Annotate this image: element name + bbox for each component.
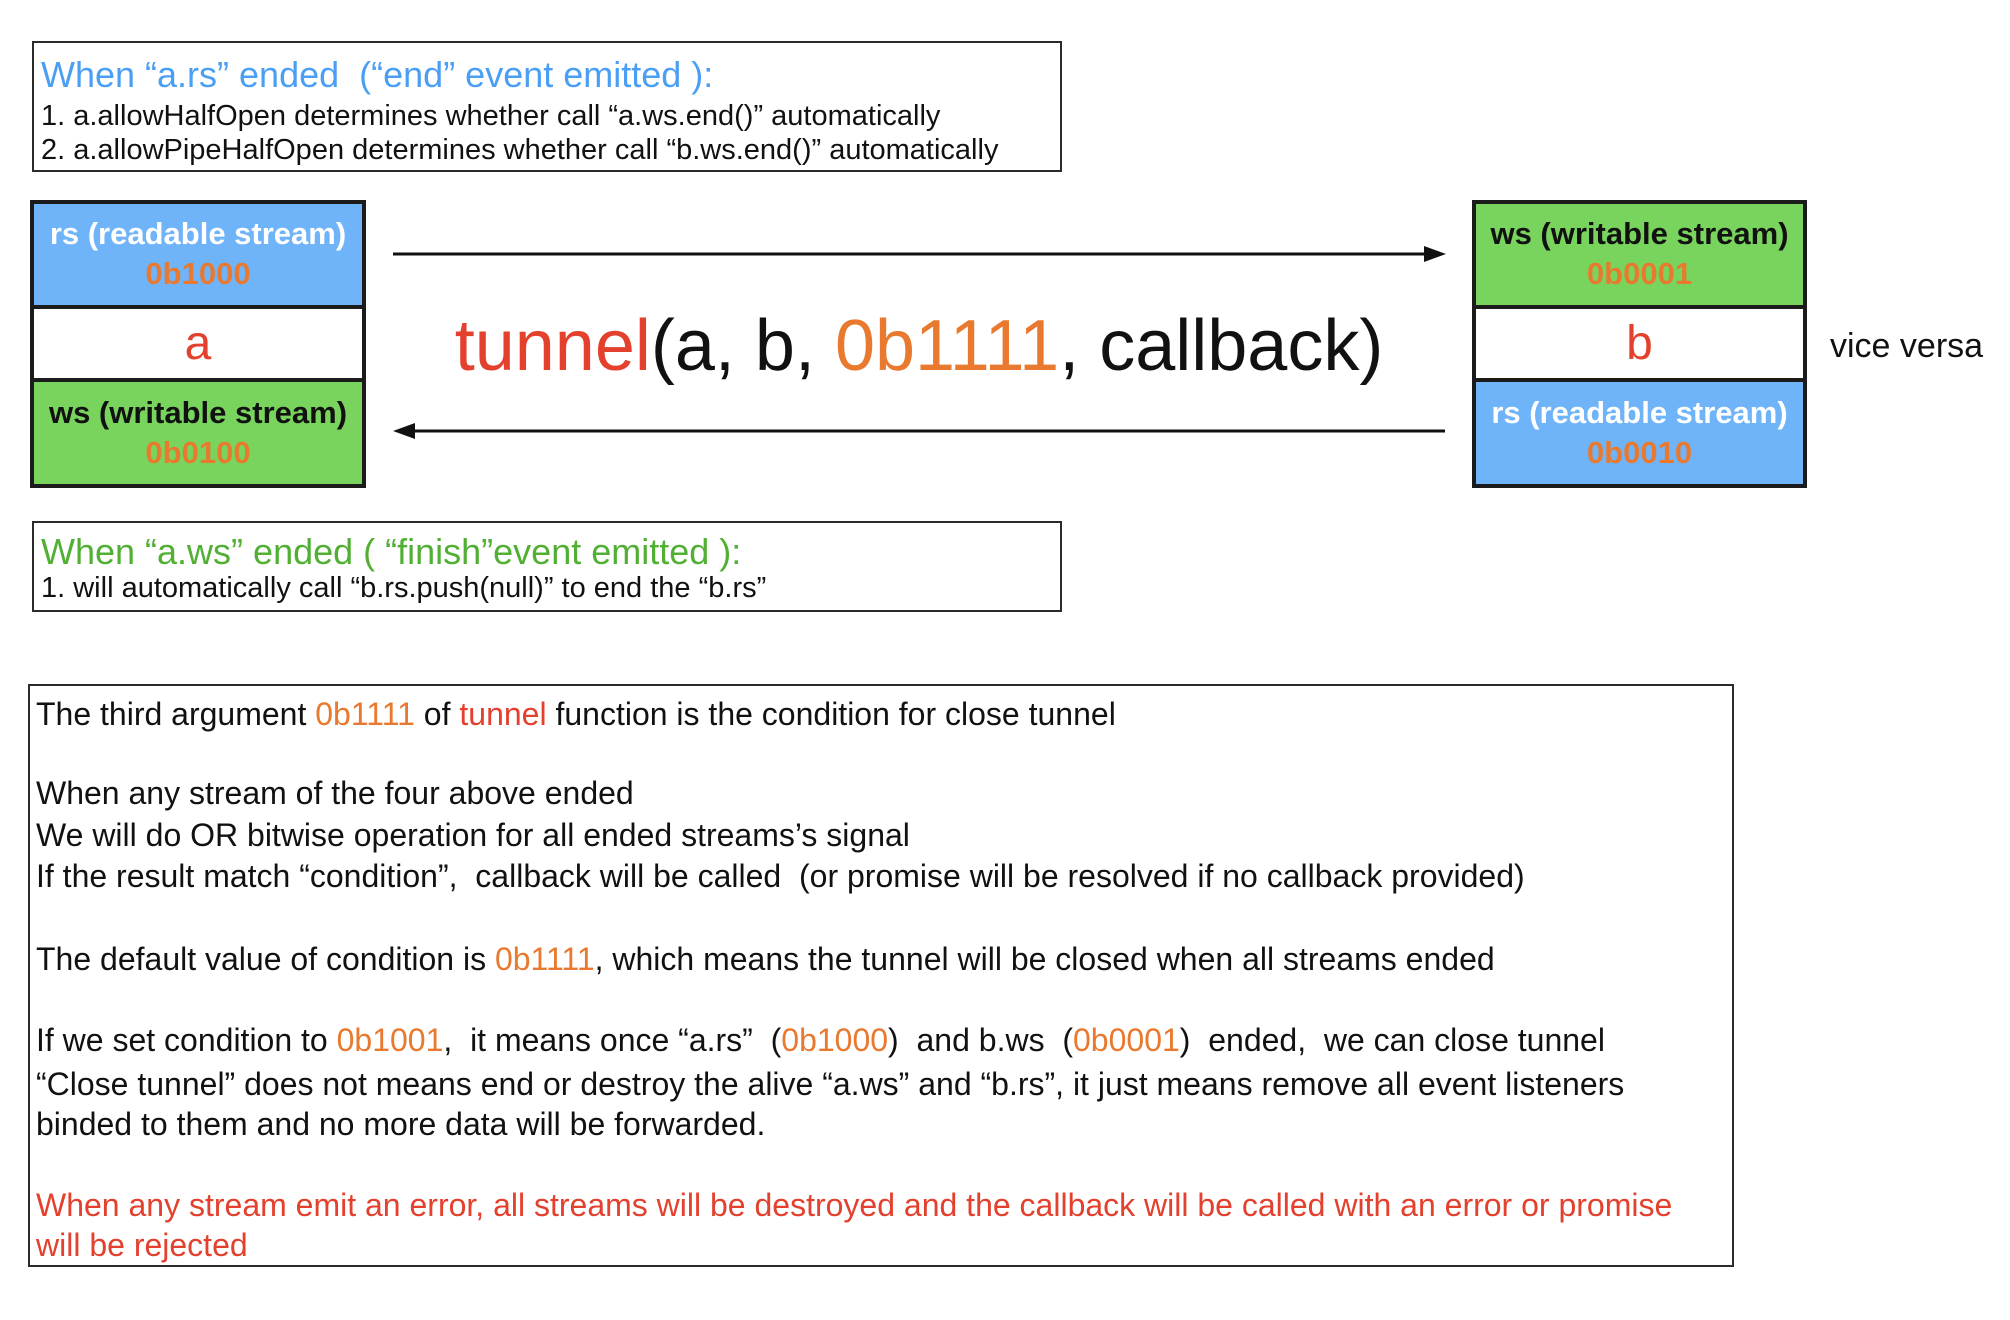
- stream-a-readable-cell: rs (readable stream) 0b1000: [34, 204, 362, 309]
- tunnel-condition: 0b1111: [834, 306, 1060, 386]
- stream-b-name-cell: b: [1476, 308, 1803, 383]
- text-segment: ) ended, we can close tunnel: [1179, 1022, 1605, 1058]
- arrow-a-to-b: [393, 246, 1446, 262]
- finish-note-title: When “a.ws” ended ( “finish”event emitte…: [41, 531, 742, 572]
- stream-b-readable-cell: rs (readable stream) 0b0010: [1476, 382, 1803, 484]
- condition-code: 0b1111: [315, 696, 415, 732]
- end-event-note: When “a.rs” ended (“end” event emitted )…: [32, 41, 1062, 172]
- text-segment: If we set condition to: [36, 1022, 337, 1058]
- stream-a-readable-code: 0b1000: [145, 256, 251, 292]
- close-tunnel-line: “Close tunnel” does not means end or des…: [36, 1066, 1625, 1102]
- text-segment: The default value of condition is: [36, 941, 495, 977]
- stream-b-writable-code: 0b0001: [1586, 256, 1693, 292]
- condition-code: 0b1111: [494, 941, 595, 977]
- tunnel-args-close: , callback): [1059, 306, 1384, 386]
- finish-note-item: 1. will automatically call “b.rs.push(nu…: [41, 572, 767, 604]
- finish-event-note: When “a.ws” ended ( “finish”event emitte…: [32, 521, 1062, 612]
- stream-b-box: ws (writable stream) 0b0001 b rs (readab…: [1472, 200, 1807, 488]
- rule-line: When any stream of the four above ended: [36, 775, 634, 811]
- stream-a-box: rs (readable stream) 0b1000 a ws (writab…: [30, 200, 366, 488]
- arrowhead-left: [393, 423, 415, 439]
- explanation-box: The third argument 0b1111 of tunnel func…: [28, 684, 1734, 1267]
- arrowhead-right: [1424, 246, 1446, 262]
- end-note-item: 2. a.allowPipeHalfOpen determines whethe…: [41, 134, 999, 166]
- stream-a-readable-label: rs (readable stream): [49, 216, 347, 252]
- stream-b-writable-cell: ws (writable stream) 0b0001: [1476, 204, 1803, 309]
- text-segment: , which means the tunnel will be closed …: [594, 941, 1495, 977]
- tunnel-call: tunnel(a, b, 0b1111, callback): [393, 301, 1445, 391]
- stream-b-writable-label: ws (writable stream): [1490, 216, 1789, 252]
- close-tunnel-line: binded to them and no more data will be …: [36, 1106, 766, 1142]
- text-segment: ) and b.ws (: [888, 1022, 1073, 1058]
- tunnel-function-name: tunnel: [459, 696, 547, 732]
- vice-versa-label: vice versa: [1830, 327, 1984, 365]
- condition-code: 0b1001: [336, 1022, 444, 1058]
- example-condition-line: If we set condition to 0b1001, it means …: [36, 1020, 1605, 1060]
- stream-a-name: a: [184, 316, 212, 370]
- stream-a-writable-label: ws (writable stream): [48, 395, 348, 431]
- end-note-item: 1. a.allowHalfOpen determines whether ca…: [41, 100, 941, 132]
- text-segment: The third argument: [36, 696, 316, 732]
- stream-a-writable-cell: ws (writable stream) 0b0100: [34, 382, 362, 484]
- text-segment: function is the condition for close tunn…: [546, 696, 1116, 732]
- stream-a-name-cell: a: [34, 308, 362, 383]
- condition-code: 0b0001: [1073, 1022, 1180, 1058]
- condition-code: 0b1000: [781, 1022, 889, 1058]
- error-line: will be rejected: [36, 1227, 248, 1263]
- tunnel-args-open: (a, b,: [650, 306, 835, 386]
- rule-line: We will do OR bitwise operation for all …: [36, 817, 910, 853]
- text-segment: , it means once “a.rs” (: [443, 1022, 782, 1058]
- condition-intro-line: The third argument 0b1111 of tunnel func…: [36, 694, 1116, 734]
- arrow-b-to-a: [393, 423, 1445, 439]
- stream-b-name: b: [1626, 316, 1653, 370]
- tunnel-function-name: tunnel: [454, 306, 651, 386]
- stream-b-readable-label: rs (readable stream): [1491, 395, 1788, 431]
- stream-a-writable-code: 0b0100: [145, 435, 251, 471]
- default-condition-line: The default value of condition is 0b1111…: [36, 939, 1495, 979]
- stream-b-readable-code: 0b0010: [1586, 435, 1693, 471]
- text-segment: of: [414, 696, 460, 732]
- end-note-title: When “a.rs” ended (“end” event emitted )…: [41, 54, 714, 95]
- error-line: When any stream emit an error, all strea…: [36, 1187, 1673, 1223]
- rule-line: If the result match “condition”, callbac…: [36, 858, 1525, 894]
